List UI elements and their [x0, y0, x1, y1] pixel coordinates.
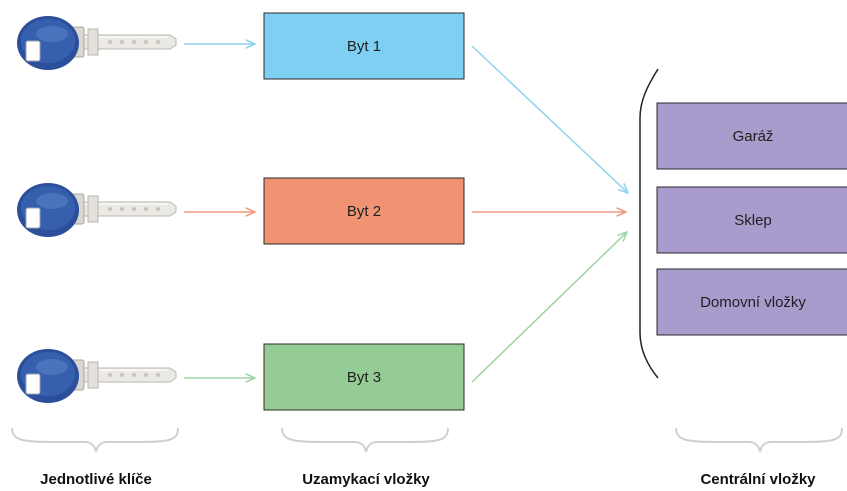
- cylinder-byt-2: Byt 2: [263, 177, 465, 245]
- cylinder-byt-3-label: Byt 3: [347, 369, 381, 386]
- central-garaz-label: Garáž: [733, 128, 774, 145]
- caption-keys: Jednotlivé klíče: [40, 471, 152, 488]
- key-icon-1: [16, 15, 177, 71]
- caption-cylinders: Uzamykací vložky: [302, 471, 430, 488]
- central-domovni-vlozky: Domovní vložky: [656, 268, 847, 336]
- arrow-byt3-to-central: [471, 232, 627, 383]
- caption-central: Centrální vložky: [700, 471, 816, 488]
- brace-central: [675, 427, 843, 453]
- cylinder-byt-3: Byt 3: [263, 343, 465, 411]
- central-sklep: Sklep: [656, 186, 847, 254]
- cylinder-byt-1: Byt 1: [263, 12, 465, 80]
- key-icon-2: [16, 182, 177, 238]
- central-sklep-label: Sklep: [734, 212, 772, 229]
- central-garaz: Garáž: [656, 102, 847, 170]
- central-bracket: [639, 68, 659, 379]
- cylinder-byt-2-label: Byt 2: [347, 203, 381, 220]
- brace-keys: [11, 427, 179, 453]
- arrow-byt1-to-central: [471, 45, 628, 193]
- cylinder-byt-1-label: Byt 1: [347, 38, 381, 55]
- key-icon-3: [16, 348, 177, 404]
- brace-cylinders: [281, 427, 449, 453]
- central-domovni-vlozky-label: Domovní vložky: [700, 294, 806, 311]
